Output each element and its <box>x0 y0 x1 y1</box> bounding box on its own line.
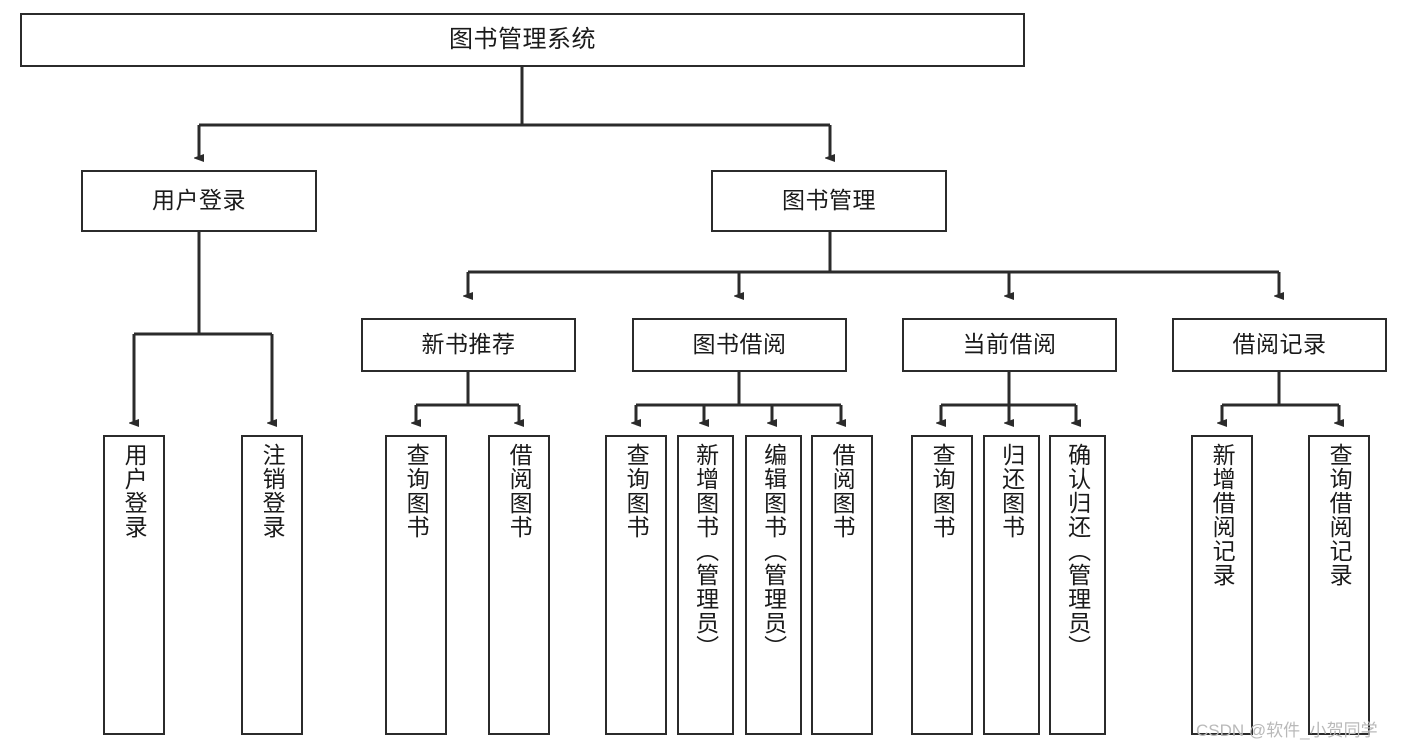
node-label: 图书借阅 <box>692 331 787 358</box>
node-label: 查询图书 <box>929 443 956 539</box>
node-leaf-confirm-return-admin[interactable]: 确认归还（管理员） <box>1049 435 1106 735</box>
node-leaf-query-book-borrow[interactable]: 查询图书 <box>605 435 667 735</box>
node-label: 图书管理系统 <box>449 25 596 53</box>
node-label: 当前借阅 <box>962 331 1057 358</box>
node-label: 编辑图书（管理员） <box>760 443 787 659</box>
node-leaf-edit-book-admin[interactable]: 编辑图书（管理员） <box>745 435 802 735</box>
node-label: 借阅图书 <box>829 443 856 539</box>
node-label: 新增图书（管理员） <box>692 443 719 659</box>
node-user-login[interactable]: 用户登录 <box>81 170 317 232</box>
node-root-system[interactable]: 图书管理系统 <box>20 13 1025 67</box>
node-label: 确认归还（管理员） <box>1064 443 1091 659</box>
node-label: 查询图书 <box>403 443 430 539</box>
node-label: 用户登录 <box>152 187 246 214</box>
node-leaf-query-book-current[interactable]: 查询图书 <box>911 435 973 735</box>
node-label: 查询图书 <box>623 443 650 539</box>
node-book-borrow[interactable]: 图书借阅 <box>632 318 847 372</box>
node-current-borrow[interactable]: 当前借阅 <box>902 318 1117 372</box>
node-label: 借阅图书 <box>506 443 533 539</box>
node-label: 图书管理 <box>782 187 876 214</box>
node-leaf-borrow-book[interactable]: 借阅图书 <box>811 435 873 735</box>
node-label: 新书推荐 <box>421 331 516 358</box>
node-leaf-query-book-recommend[interactable]: 查询图书 <box>385 435 447 735</box>
node-new-book-recommend[interactable]: 新书推荐 <box>361 318 576 372</box>
node-label: 查询借阅记录 <box>1326 443 1353 587</box>
node-leaf-add-book-admin[interactable]: 新增图书（管理员） <box>677 435 734 735</box>
node-leaf-add-borrow-record[interactable]: 新增借阅记录 <box>1191 435 1253 735</box>
node-leaf-logout[interactable]: 注销登录 <box>241 435 303 735</box>
node-label: 注销登录 <box>259 443 286 539</box>
node-label: 归还图书 <box>998 443 1025 539</box>
node-borrow-record[interactable]: 借阅记录 <box>1172 318 1387 372</box>
node-leaf-return-book[interactable]: 归还图书 <box>983 435 1040 735</box>
watermark-text: CSDN @软件_小贺同学 <box>1196 721 1378 740</box>
node-label: 用户登录 <box>121 443 148 539</box>
node-book-management[interactable]: 图书管理 <box>711 170 947 232</box>
node-label: 借阅记录 <box>1232 331 1327 358</box>
node-leaf-query-borrow-record[interactable]: 查询借阅记录 <box>1308 435 1370 735</box>
node-leaf-user-login[interactable]: 用户登录 <box>103 435 165 735</box>
node-leaf-borrow-book-recommend[interactable]: 借阅图书 <box>488 435 550 735</box>
node-label: 新增借阅记录 <box>1209 443 1236 587</box>
